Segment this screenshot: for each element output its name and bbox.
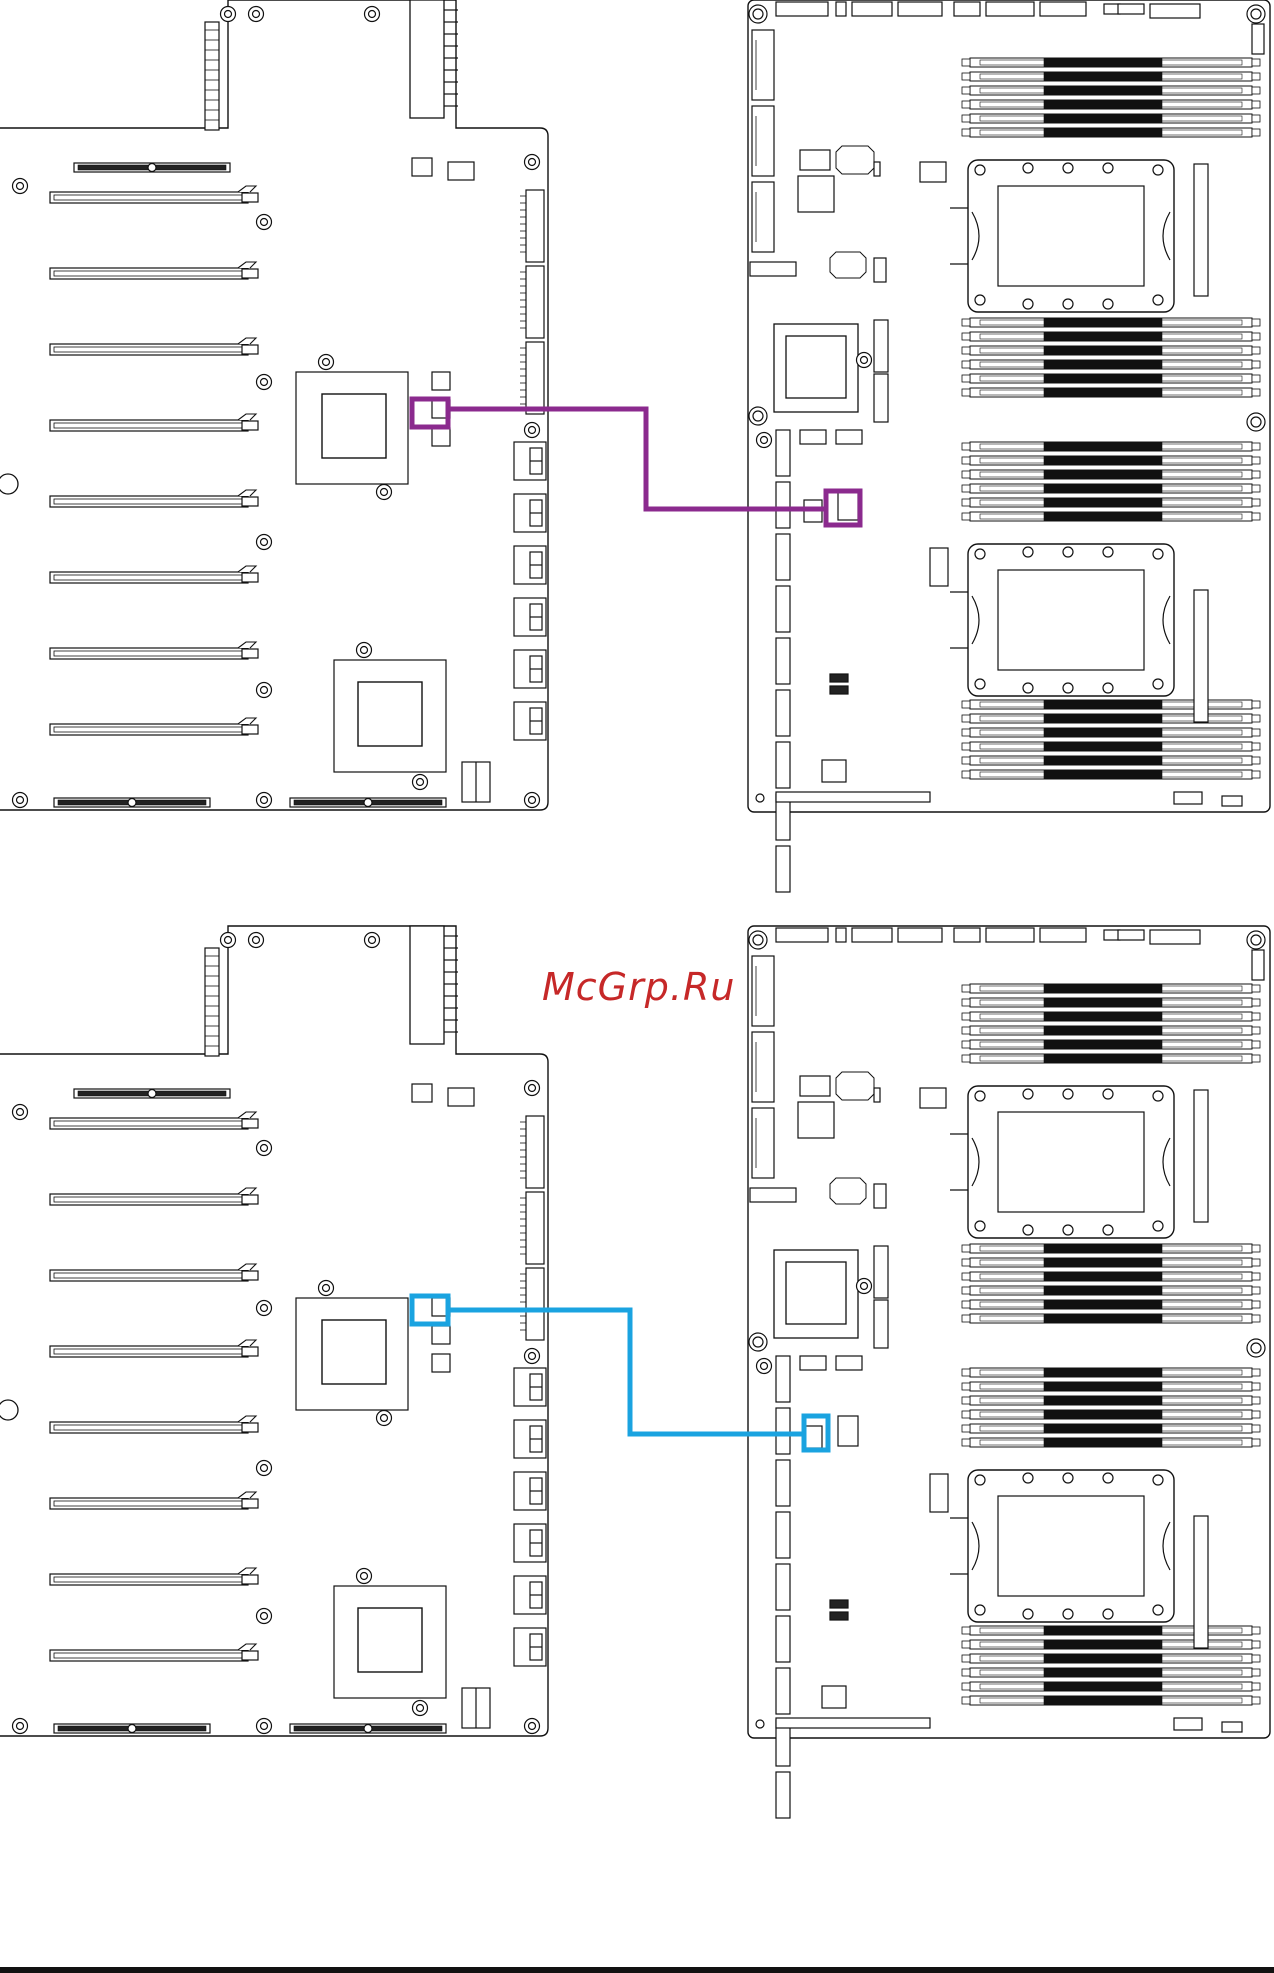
slimline-1	[514, 1368, 546, 1406]
slimline-5	[514, 1576, 546, 1614]
edge-connector-bottom-2	[290, 798, 446, 807]
slimline-1	[514, 442, 546, 480]
mainboard	[748, 926, 1270, 1818]
slimline-4	[514, 1524, 546, 1562]
edge-connector-top	[74, 163, 230, 172]
mainboard	[748, 0, 1270, 892]
slimline-2	[514, 494, 546, 532]
cpu-socket-2	[950, 544, 1174, 696]
edge-connector-bottom-2	[290, 1724, 446, 1733]
cpu-socket-2	[950, 1470, 1174, 1622]
slimline-3	[514, 1472, 546, 1510]
slimline-6	[514, 702, 546, 740]
slimline-5	[514, 650, 546, 688]
diagram-top	[0, 0, 1270, 892]
edge-connector-bottom-1	[54, 798, 210, 807]
slimline-2	[514, 1420, 546, 1458]
slimline-6	[514, 1628, 546, 1666]
slimline-3	[514, 546, 546, 584]
diagram-bottom	[0, 926, 1270, 1818]
edge-connector-top	[74, 1089, 230, 1098]
riser-board	[0, 926, 548, 1736]
watermark: McGrp.Ru	[542, 965, 735, 1009]
cpu-socket-1	[950, 1086, 1174, 1238]
riser-board	[0, 0, 548, 810]
edge-connector-bottom-1	[54, 1724, 210, 1733]
cpu-socket-1	[950, 160, 1174, 312]
slimline-4	[514, 598, 546, 636]
bottom-rule	[0, 1967, 1274, 1973]
